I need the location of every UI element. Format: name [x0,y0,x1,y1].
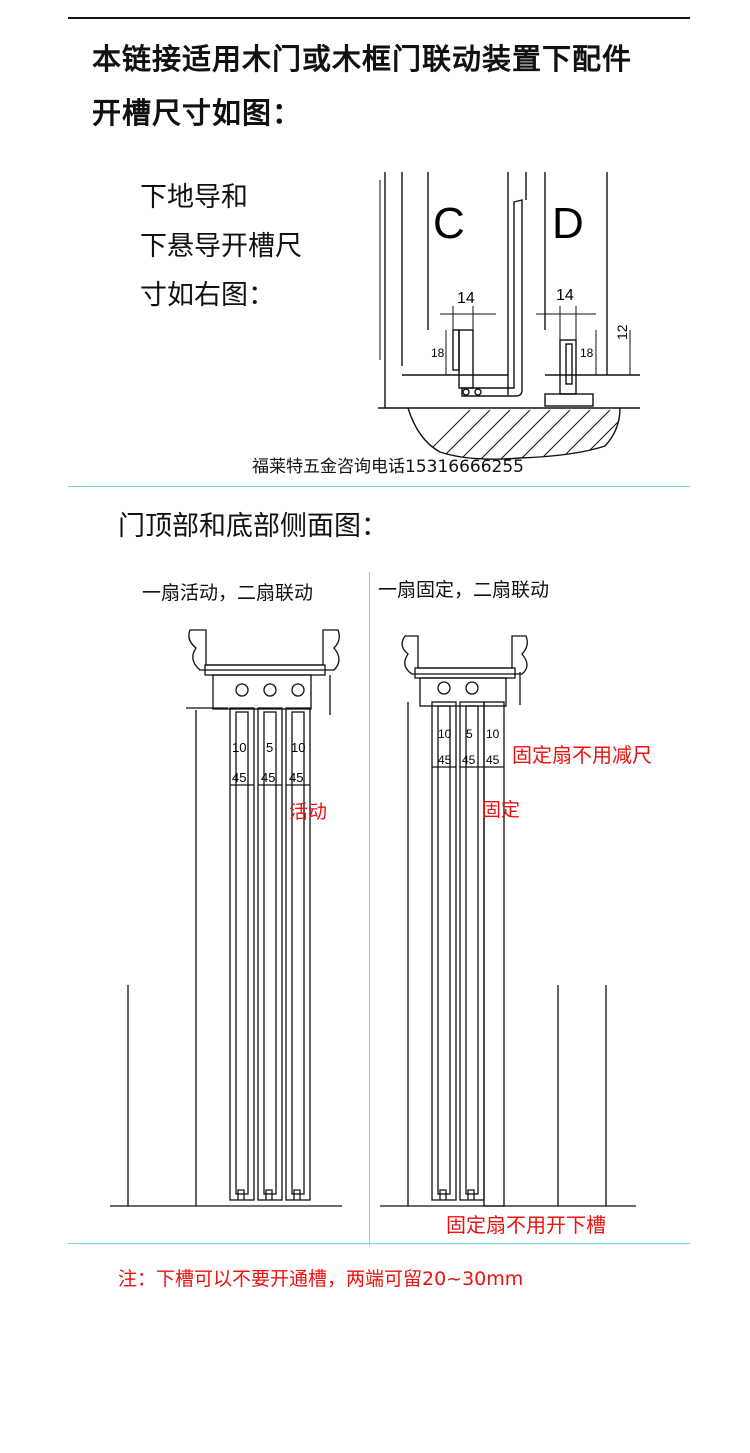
divider-2 [68,1243,690,1244]
vertical-divider [369,572,370,1246]
left-active-label: 活动 [289,801,327,823]
floor-guide-slot-diagram: C D 14 14 18 18 12 [378,172,640,460]
right-fixed-label: 固定 [482,799,520,821]
right-45-2: 45 [462,753,476,767]
right-45-1: 45 [438,753,452,767]
divider-1 [68,486,690,487]
left-dim-1: 10 [232,740,246,755]
dim-12: 12 [614,324,630,340]
left-45-2: 45 [261,770,275,785]
footer-note: 注：下槽可以不要开通槽，两端可留20~30mm [118,1268,524,1290]
contact-phone-text: 福莱特五金咨询电话15316666255 [252,457,524,477]
dim-18-left: 18 [431,346,445,360]
right-dim-3: 10 [486,727,500,741]
top-rule [68,17,690,19]
right-45-3: 45 [486,753,500,767]
left-45-1: 45 [232,770,246,785]
right-dim-1: 10 [438,727,452,741]
fixed-no-slot-label: 固定扇不用开下槽 [446,1213,606,1237]
label-d: D [552,199,584,248]
left-45-3: 45 [289,770,303,785]
label-c: C [433,199,465,248]
header-line-1: 本链接适用木门或木框门联动装置下配件 [92,42,633,76]
left-dim-3: 10 [291,740,305,755]
header-line-2: 开槽尺寸如图： [92,96,303,130]
guide-text-line-3: 寸如右图： [140,280,275,311]
guide-text-line-2: 下悬导开槽尺 [140,231,302,262]
right-caption: 一扇固定，二扇联动 [378,579,550,601]
dim-14-left: 14 [457,290,475,307]
side-view-title: 门顶部和底部侧面图： [118,511,388,542]
right-dim-2: 5 [466,727,473,741]
dim-18-right: 18 [580,346,594,360]
dim-14-right: 14 [556,287,574,304]
guide-text-line-1: 下地导和 [140,182,248,213]
left-dim-2: 5 [266,740,273,755]
left-caption: 一扇活动，二扇联动 [142,582,314,604]
fixed-no-reduce-label: 固定扇不用减尺 [512,743,652,767]
